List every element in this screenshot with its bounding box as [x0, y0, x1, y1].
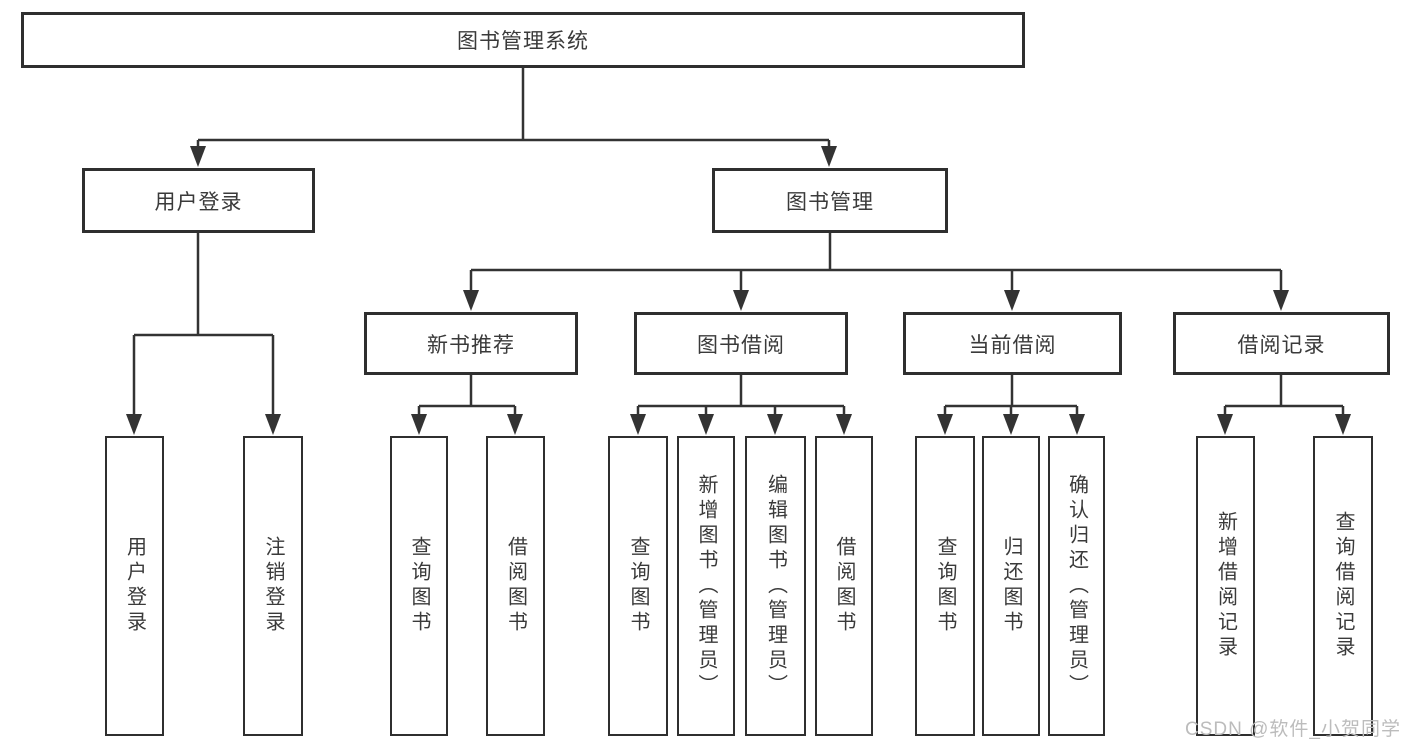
leaf-user-login-label: 用户登录 [123, 536, 146, 636]
leaf-borrow-book-recommend: 借阅图书 [486, 436, 545, 736]
leaf-query-book-borrow-label: 查询图书 [627, 536, 649, 636]
arrowheads [126, 146, 1351, 435]
leaf-return-book-label: 归还图书 [1000, 536, 1022, 636]
leaf-query-book-current: 查询图书 [915, 436, 975, 736]
node-root-label: 图书管理系统 [457, 30, 589, 53]
leaf-add-book-admin: 新增图书（管理员） [677, 436, 735, 736]
leaf-query-borrow-record: 查询借阅记录 [1313, 436, 1373, 736]
node-current-borrow: 当前借阅 [903, 312, 1122, 375]
leaf-query-book-recommend: 查询图书 [390, 436, 448, 736]
leaf-query-book-current-label: 查询图书 [934, 536, 956, 636]
leaf-borrow-book-label: 借阅图书 [833, 536, 855, 636]
node-book-management-label: 图书管理 [786, 190, 874, 214]
leaf-borrow-book-recommend-label: 借阅图书 [504, 536, 527, 636]
leaf-query-book-borrow: 查询图书 [608, 436, 668, 736]
node-borrow-records-label: 借阅记录 [1237, 333, 1326, 357]
leaf-add-book-admin-label: 新增图书（管理员） [695, 473, 717, 699]
leaf-add-borrow-record: 新增借阅记录 [1196, 436, 1255, 736]
leaf-edit-book-admin: 编辑图书（管理员） [745, 436, 806, 736]
node-new-book-recommend-label: 新书推荐 [427, 333, 515, 357]
leaf-user-login: 用户登录 [105, 436, 164, 736]
leaf-borrow-book: 借阅图书 [815, 436, 873, 736]
node-book-borrow: 图书借阅 [634, 312, 848, 375]
leaf-confirm-return-admin-label: 确认归还（管理员） [1065, 473, 1088, 699]
node-user-login-label: 用户登录 [154, 190, 243, 214]
leaf-confirm-return-admin: 确认归还（管理员） [1048, 436, 1105, 736]
node-user-login: 用户登录 [82, 168, 315, 233]
watermark: CSDN @软件_小贺同学 [1185, 719, 1401, 740]
node-borrow-records: 借阅记录 [1173, 312, 1390, 375]
leaf-query-book-recommend-label: 查询图书 [408, 536, 430, 636]
leaf-add-borrow-record-label: 新增借阅记录 [1214, 511, 1237, 661]
leaf-logout: 注销登录 [243, 436, 303, 736]
leaf-return-book: 归还图书 [982, 436, 1040, 736]
node-new-book-recommend: 新书推荐 [364, 312, 578, 375]
node-book-management: 图书管理 [712, 168, 948, 233]
leaf-edit-book-admin-label: 编辑图书（管理员） [764, 473, 787, 699]
node-book-borrow-label: 图书借阅 [697, 333, 785, 357]
leaf-logout-label: 注销登录 [262, 536, 284, 636]
leaf-query-borrow-record-label: 查询借阅记录 [1332, 511, 1354, 661]
node-current-borrow-label: 当前借阅 [968, 333, 1057, 357]
node-root: 图书管理系统 [21, 12, 1025, 68]
